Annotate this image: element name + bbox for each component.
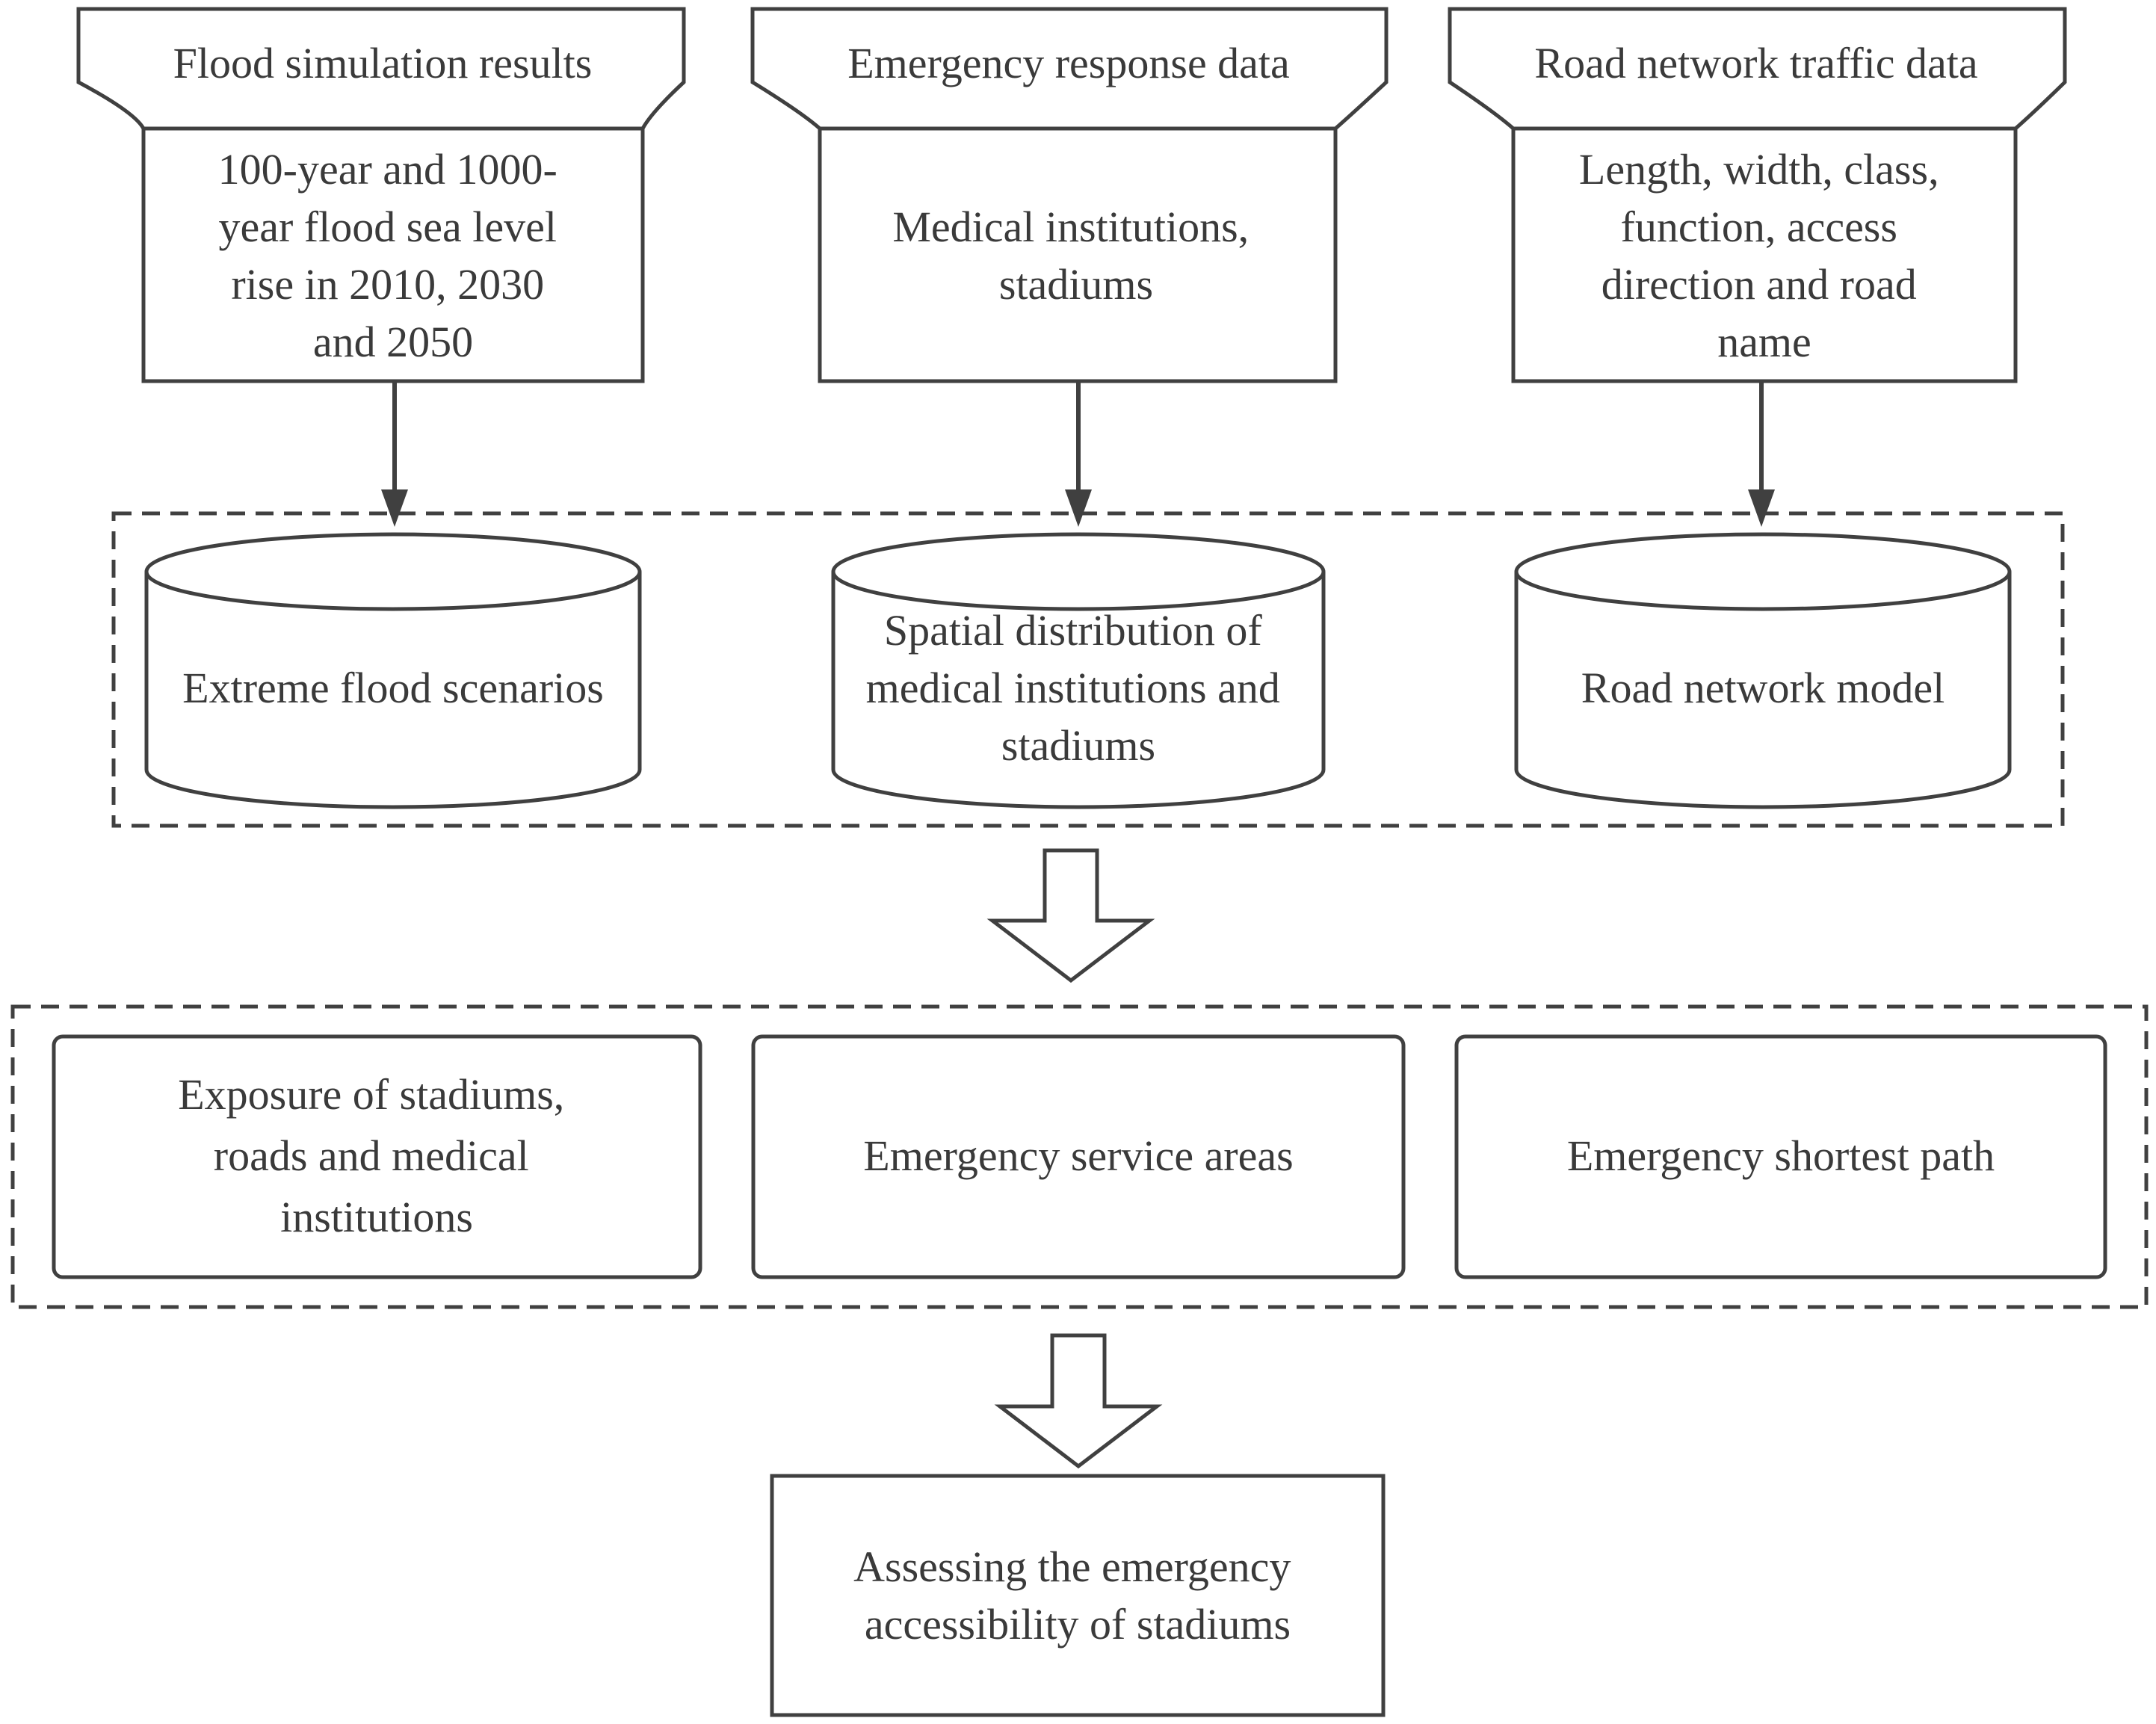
- source-body-flood: [141, 126, 645, 383]
- source-body-emergency-text: Medical institutions, stadiums: [892, 203, 1259, 309]
- database-extreme-flood-text: Extreme flood scenarios: [182, 664, 604, 712]
- database-road-network-model-text: Road network model: [1581, 664, 1945, 712]
- analysis-group: [10, 1004, 2149, 1309]
- database-spatial-distribution: [831, 532, 1326, 809]
- analysis-service-areas: [751, 1034, 1406, 1279]
- source-header-road-text: Road network traffic data: [1534, 39, 1977, 87]
- analysis-exposure-text: Exposure of stadiums, roads and medical …: [178, 1070, 575, 1241]
- database-extreme-flood: [144, 532, 642, 809]
- source-body-flood-text: 100-year and 1000- year flood sea level …: [218, 145, 569, 366]
- analysis-exposure: [52, 1034, 702, 1279]
- database-spatial-distribution-text: Spatial distribution of medical institut…: [866, 606, 1291, 770]
- database-group: [111, 511, 2065, 828]
- result-text: Assessing the emergency accessibility of…: [853, 1542, 1302, 1649]
- source-body-road-text: Length, width, class, function, access d…: [1579, 145, 1950, 366]
- source-header-flood-text: Flood simulation results: [173, 39, 593, 87]
- flow-arrow-to-result: [994, 1333, 1163, 1469]
- result-box: [770, 1474, 1386, 1717]
- analysis-service-areas-text: Emergency service areas: [863, 1131, 1293, 1180]
- source-body-road: [1511, 126, 2018, 383]
- source-body-emergency: [818, 126, 1338, 383]
- arrowhead-road: [1748, 489, 1775, 527]
- analysis-shortest-path-text: Emergency shortest path: [1567, 1131, 1995, 1180]
- flow-arrow-to-analysis: [986, 848, 1155, 983]
- source-header-emergency-text: Emergency response data: [847, 39, 1290, 87]
- database-road-network-model: [1514, 532, 2012, 809]
- arrowhead-flood: [381, 489, 408, 527]
- analysis-shortest-path: [1454, 1034, 2107, 1279]
- arrowhead-emergency: [1065, 489, 1092, 527]
